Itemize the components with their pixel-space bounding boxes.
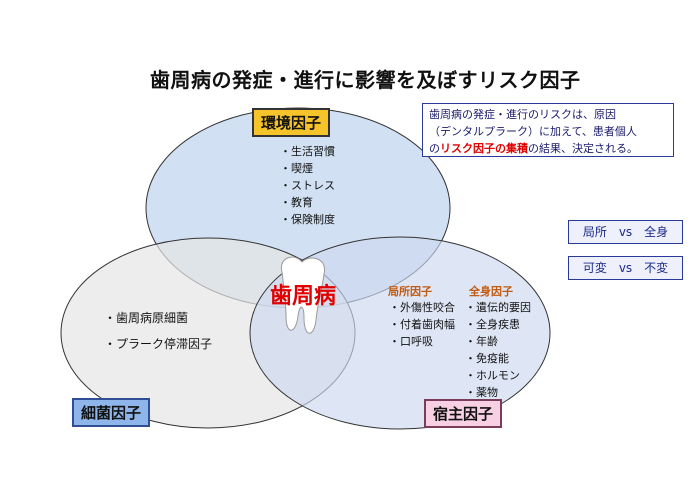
note-highlight: リスク因子の集積 (440, 142, 528, 155)
systemic-factor-list: ・遺伝的要因 ・全身疾患 ・年齢 ・免疫能 ・ホルモン ・薬物 (465, 299, 531, 401)
list-item: ・全身疾患 (465, 318, 520, 331)
note-line-3-pre: の (429, 142, 440, 155)
list-item: ・外傷性咬合 (389, 301, 455, 314)
host-circle (249, 236, 551, 430)
page-title: 歯周病の発症・進行に影響を及ぼすリスク因子 (150, 68, 581, 92)
environment-factor-label: 環境因子 (252, 108, 331, 137)
tooth-icon (280, 256, 326, 334)
list-item: ・歯周病原細菌 (104, 311, 189, 325)
list-item: ・遺伝的要因 (465, 301, 531, 314)
local-factor-header: 局所因子 (388, 285, 432, 298)
explanation-note: 歯周病の発症・進行のリスクは、原因 （デンタルプラーク）に加えて、患者個人 のリ… (422, 103, 674, 157)
systemic-factor-header: 全身因子 (469, 285, 513, 298)
list-item: ・ストレス (280, 179, 335, 192)
local-vs-systemic-box: 局所 vs 全身 (568, 220, 683, 244)
note-line-2: （デンタルプラーク）に加えて、患者個人 (429, 125, 637, 138)
note-line-3: のリスク因子の集積の結果、決定される。 (429, 140, 667, 157)
list-item: ・プラーク停滞因子 (104, 337, 213, 351)
note-line-3-post: の結果、決定される。 (528, 142, 638, 155)
list-item: ・保険制度 (280, 213, 335, 226)
host-factor-label: 宿主因子 (424, 399, 503, 428)
local-factor-list: ・外傷性咬合 ・付着歯肉幅 ・口呼吸 (389, 299, 455, 350)
list-item: ・年齢 (465, 335, 498, 348)
environment-factor-list: ・生活習慣 ・喫煙 ・ストレス ・教育 ・保険制度 (280, 143, 335, 228)
list-item: ・教育 (280, 196, 313, 209)
modifiable-vs-fixed-box: 可変 vs 不変 (568, 256, 683, 280)
list-item: ・ホルモン (465, 369, 520, 382)
note-line-1: 歯周病の発症・進行のリスクは、原因 (429, 108, 616, 121)
bacteria-factor-label: 細菌因子 (72, 398, 151, 427)
list-item: ・付着歯肉幅 (389, 318, 455, 331)
list-item: ・生活習慣 (280, 145, 335, 158)
bacteria-factor-list: ・歯周病原細菌 ・プラーク停滞因子 (104, 305, 212, 357)
list-item: ・口呼吸 (389, 335, 433, 348)
list-item: ・薬物 (465, 386, 498, 399)
periodontal-disease-label: 歯周病 (270, 284, 337, 309)
list-item: ・免疫能 (465, 352, 509, 365)
list-item: ・喫煙 (280, 162, 313, 175)
